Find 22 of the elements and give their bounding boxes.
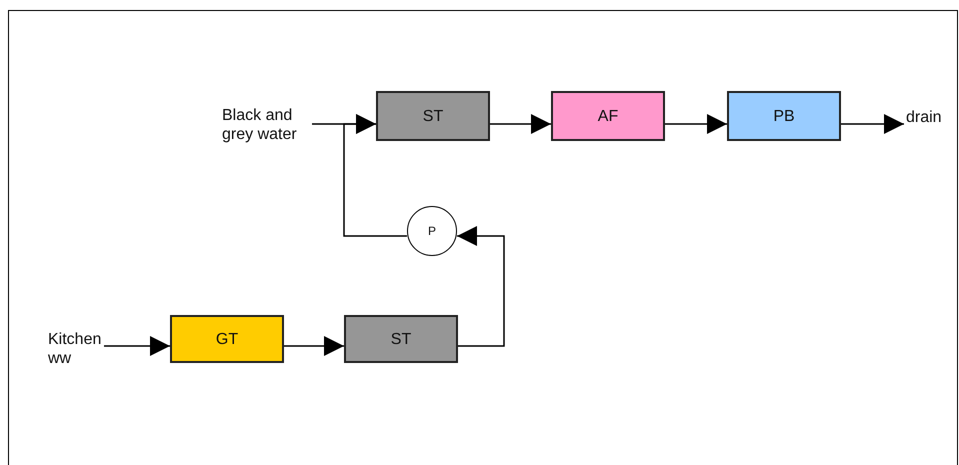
arrow — [104, 336, 170, 356]
box-label: ST — [422, 106, 444, 126]
pump-circle — [407, 206, 457, 256]
inlet-label: Black and grey water — [222, 106, 298, 144]
process-box — [344, 315, 458, 363]
arrow — [343, 114, 407, 237]
box-label: GT — [216, 330, 238, 348]
box-label: P — [428, 222, 436, 240]
box-label: PB — [773, 106, 795, 126]
process-box — [170, 315, 284, 363]
inlet-label: Kitchen ww — [48, 330, 102, 368]
arrow — [490, 114, 551, 134]
process-box — [376, 91, 490, 141]
arrow — [457, 226, 505, 347]
arrow — [665, 114, 727, 134]
arrow — [841, 114, 904, 134]
process-box — [727, 91, 841, 141]
box-label: ST — [390, 330, 412, 348]
box-label: AF — [598, 106, 618, 126]
outlet-label: drain — [906, 108, 942, 126]
process-box — [551, 91, 665, 141]
arrow — [284, 336, 344, 356]
